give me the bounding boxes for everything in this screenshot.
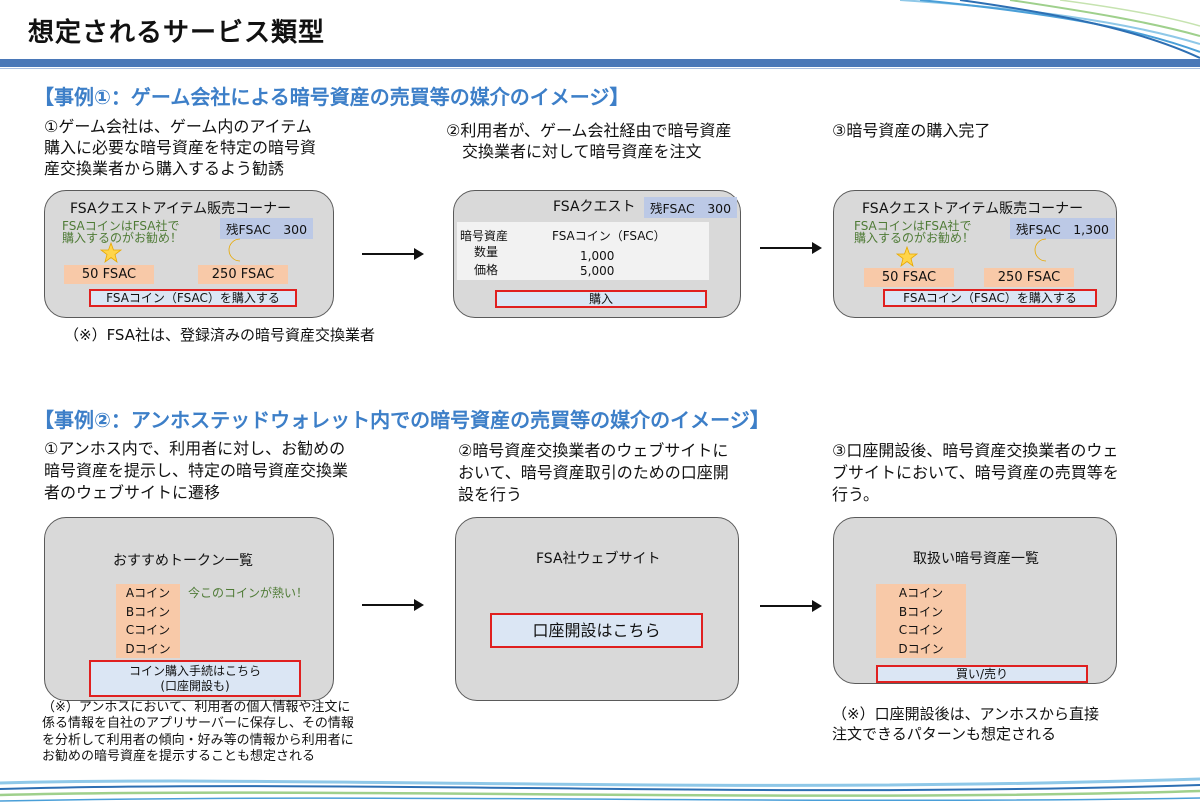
promo-line: 購入するのがお勧め！	[854, 231, 975, 245]
star-icon	[100, 242, 122, 264]
case1-heading: 【事例①：ゲーム会社による暗号資産の売買等の媒介のイメージ】	[34, 85, 630, 109]
title-rule	[0, 59, 1200, 67]
case2-screen1-promo: 今このコインが熱い！	[188, 586, 309, 600]
case1-screen3-title: FSAクエストアイテム販売コーナー	[862, 201, 1084, 217]
case2-screen1-title: おすすめトークン一覧	[113, 553, 253, 569]
token-list: Aコイン Bコイン Cコイン Dコイン	[116, 584, 180, 658]
crescent-moon-icon	[228, 238, 241, 262]
case2-step1-line: 者のウェブサイトに遷移	[44, 483, 221, 502]
case2-screen3-title: 取扱い暗号資産一覧	[913, 551, 1039, 567]
list-item[interactable]: Aコイン	[125, 586, 171, 600]
case1-step2-line: ②利用者が、ゲーム会社経由で暗号資産	[446, 121, 732, 140]
case2-step1-line: 暗号資産を提示し、特定の暗号資産交換業	[44, 461, 349, 480]
asset-list: Aコイン Bコイン Cコイン Dコイン	[876, 584, 966, 658]
case1-step1-line: 産交換業者から購入するよう勧誘	[44, 159, 285, 178]
right-arrow-icon	[760, 600, 822, 612]
case1-step3-text: ③暗号資産の購入完了	[832, 120, 990, 141]
case1-screen2-balance: 残FSAC 300	[644, 197, 738, 218]
price-value[interactable]: 5,000	[580, 264, 615, 278]
case2-step2-line: 設を行う	[458, 485, 523, 504]
case2-step3-line: ③口座開設後、暗号資産交換業者のウェ	[832, 441, 1119, 460]
note-line: 係る情報を自社のアプリサーバーに保存し、その情報	[42, 716, 354, 732]
purchase-button[interactable]: 購入	[495, 290, 707, 308]
case2-heading: 【事例②：アンホステッドウォレット内での暗号資産の売買等の媒介のイメージ】	[34, 408, 770, 432]
promo-line: FSAコインはFSA社で	[62, 219, 180, 233]
list-item[interactable]: Dコイン	[125, 641, 171, 656]
case2-step1-line: ①アンホス内で、利用者に対し、お勧めの	[44, 439, 346, 458]
case2-step1-text: ①アンホス内で、利用者に対し、お勧めの 暗号資産を提示し、特定の暗号資産交換業 …	[44, 438, 348, 504]
case1-step2-line: 交換業者に対して暗号資産を注文	[446, 142, 702, 161]
case2-step3-text: ③口座開設後、暗号資産交換業者のウェ ブサイトにおいて、暗号資産の売買等を 行う…	[832, 440, 1119, 506]
open-account-button[interactable]: 口座開設はこちら	[490, 613, 703, 648]
right-arrow-icon	[362, 248, 424, 260]
crescent-moon-icon	[1034, 238, 1047, 262]
case2-step3-line: ブサイトにおいて、暗号資産の売買等を	[832, 463, 1119, 482]
note-line: （※）口座開設後は、アンホスから直接	[832, 705, 1099, 723]
case1-step2-text: ②利用者が、ゲーム会社経由で暗号資産 交換業者に対して暗号資産を注文	[446, 120, 732, 162]
buy-fsac-button[interactable]: FSAコイン（FSAC）を購入する	[89, 289, 297, 307]
note-line: を分析して利用者の傾向・好み等の情報から利用者に	[42, 732, 354, 748]
case1-note: （※）FSA社は、登録済みの暗号資産交換業者	[64, 326, 375, 344]
note-line: （※）アンホスにおいて、利用者の個人情報や注文に	[42, 700, 351, 715]
decorative-swoosh-top	[900, 0, 1200, 59]
case1-step1-line: ①ゲーム会社は、ゲーム内のアイテム	[44, 117, 312, 136]
case1-screen1-balance: 残FSAC 300	[220, 218, 314, 239]
star-icon	[896, 246, 918, 268]
case2-note-left: （※）アンホスにおいて、利用者の個人情報や注文に 係る情報を自社のアプリサーバー…	[42, 700, 354, 765]
page-title: 想定されるサービス類型	[28, 18, 326, 48]
case1-screen3-promo: FSAコインはFSA社で 購入するのがお勧め！	[854, 220, 974, 244]
order-form-panel	[457, 222, 709, 280]
case2-step2-line: おいて、暗号資産取引のための口座開	[458, 463, 729, 482]
list-item[interactable]: Aコイン	[898, 586, 944, 600]
case2-screen2	[455, 517, 739, 701]
coin-purchase-button[interactable]: コイン購入手続はこちら (口座開設も)	[89, 660, 301, 697]
list-item[interactable]: Dコイン	[898, 641, 944, 656]
price-label: 価格	[474, 263, 499, 277]
case2-note-right: （※）口座開設後は、アンホスから直接 注文できるパターンも想定される	[832, 704, 1099, 744]
quantity-label: 数量	[474, 245, 499, 259]
list-item[interactable]: Cコイン	[125, 623, 171, 637]
case1-step1-text: ①ゲーム会社は、ゲーム内のアイテム 購入に必要な暗号資産を特定の暗号資 産交換業…	[44, 116, 316, 179]
case1-screen2-title: FSAクエスト	[553, 199, 636, 215]
title-rule-thin	[0, 68, 1200, 69]
case1-screen3-price2[interactable]: 250 FSAC	[984, 268, 1074, 287]
case1-screen1-price2[interactable]: 250 FSAC	[198, 265, 288, 284]
case2-step2-text: ②暗号資産交換業者のウェブサイトに おいて、暗号資産取引のための口座開 設を行う	[458, 440, 729, 506]
promo-line: FSAコインはFSA社で	[854, 219, 972, 233]
button-line: (口座開設も)	[160, 678, 230, 693]
case1-screen1-promo: FSAコインはFSA社で 購入するのがお勧め！	[62, 220, 182, 244]
case1-screen1-title: FSAクエストアイテム販売コーナー	[70, 201, 292, 217]
case2-step3-line: 行う。	[832, 485, 880, 504]
list-item[interactable]: Bコイン	[898, 604, 944, 619]
decorative-swoosh-bottom	[0, 777, 1200, 802]
buy-fsac-button[interactable]: FSAコイン（FSAC）を購入する	[883, 289, 1097, 307]
asset-label: 暗号資産	[460, 229, 509, 243]
list-item[interactable]: Bコイン	[125, 604, 171, 619]
case2-step2-line: ②暗号資産交換業者のウェブサイトに	[458, 441, 729, 460]
case1-screen3-balance: 残FSAC 1,300	[1010, 218, 1115, 239]
asset-value[interactable]: FSAコイン（FSAC）	[552, 229, 666, 243]
case1-step1-line: 購入に必要な暗号資産を特定の暗号資	[44, 138, 317, 157]
right-arrow-icon	[760, 242, 822, 254]
case2-screen2-title: FSA社ウェブサイト	[536, 551, 661, 567]
note-line: お勧めの暗号資産を提示することも想定される	[42, 748, 316, 764]
case1-step3-line: ③暗号資産の購入完了	[832, 121, 991, 140]
list-item[interactable]: Cコイン	[898, 623, 944, 637]
right-arrow-icon	[362, 599, 424, 611]
buy-sell-button[interactable]: 買い/売り	[876, 665, 1088, 683]
case1-screen1-price1[interactable]: 50 FSAC	[64, 265, 154, 284]
case1-screen3-price1[interactable]: 50 FSAC	[864, 268, 954, 287]
quantity-value[interactable]: 1,000	[580, 249, 615, 263]
note-line: 注文できるパターンも想定される	[832, 725, 1056, 743]
button-line: コイン購入手続はこちら	[128, 663, 261, 678]
promo-line: 購入するのがお勧め！	[62, 231, 183, 245]
